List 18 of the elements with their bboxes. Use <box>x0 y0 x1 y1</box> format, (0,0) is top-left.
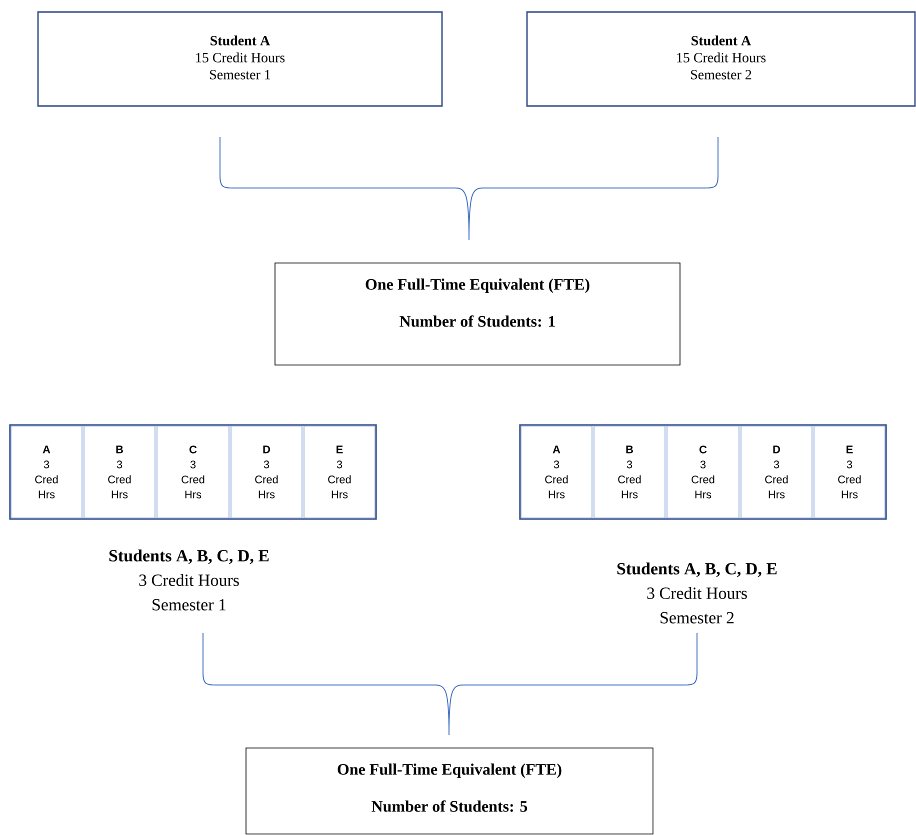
student-box: Student A 15 Credit Hours Semester 1 <box>37 11 443 107</box>
student-cell: A 3 Cred Hrs <box>10 426 82 518</box>
student-cell: B 3 Cred Hrs <box>84 426 156 518</box>
student-box: Student A 15 Credit Hours Semester 2 <box>526 11 916 107</box>
fte-box: One Full-Time Equivalent (FTE) Number of Students: 1 <box>274 262 680 366</box>
fte-box: One Full-Time Equivalent (FTE) Number of Students: 5 <box>246 748 654 834</box>
student-cell: C 3 Cred Hrs <box>666 426 740 518</box>
student-cell: E 3 Cred Hrs <box>814 426 886 518</box>
student-strip <box>9 424 377 520</box>
student-cell: E 3 Cred Hrs <box>304 426 376 518</box>
student-cell: C 3 Cred Hrs <box>156 426 230 518</box>
student-strip <box>519 424 887 520</box>
student-cell: D 3 Cred Hrs <box>230 426 302 518</box>
student-cell: A 3 Cred Hrs <box>520 426 592 518</box>
student-cell: D 3 Cred Hrs <box>740 426 812 518</box>
node-label: Students A, B, C, D, E 3 Credit Hours Semester 1 <box>109 550 269 610</box>
student-cell: B 3 Cred Hrs <box>594 426 666 518</box>
node-label: Students A, B, C, D, E 3 Credit Hours Semester 2 <box>617 562 777 624</box>
